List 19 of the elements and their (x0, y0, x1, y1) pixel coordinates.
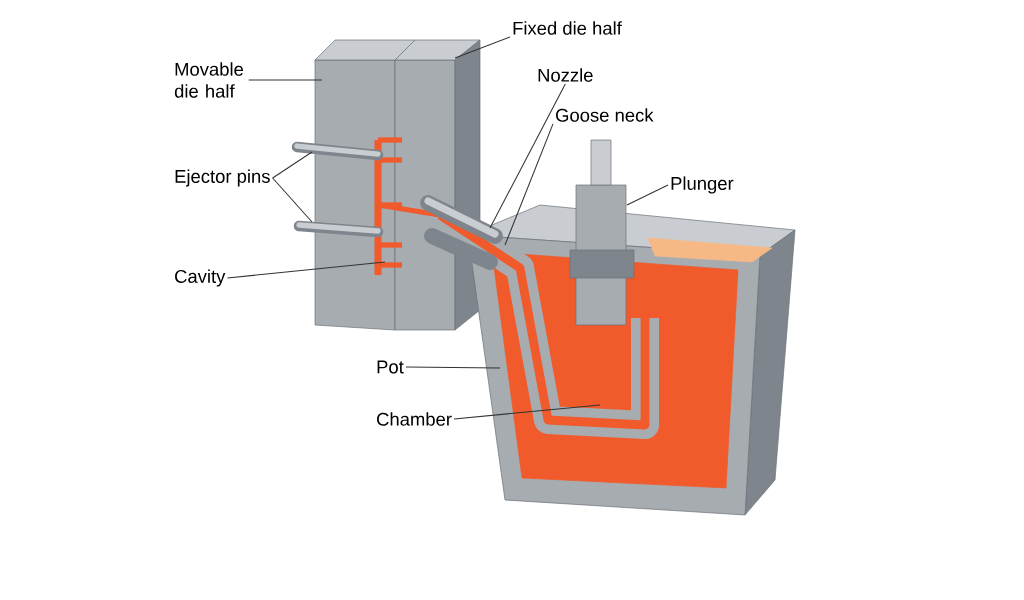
part-label: Movable die half (174, 62, 243, 98)
part-label: Ejector pins (175, 169, 270, 187)
leader-line (453, 404, 601, 420)
leader-line (454, 36, 511, 59)
leader-line (405, 366, 501, 369)
part-label: Cavity (175, 269, 226, 287)
leader-line (489, 83, 566, 229)
part-label: Nozzle (538, 68, 593, 82)
part-label: Goose neck (556, 108, 654, 122)
leader-line (504, 123, 554, 246)
leader-line (226, 261, 386, 279)
leader-line (272, 151, 313, 179)
part-label: Chamber (377, 412, 452, 426)
leader-line (626, 184, 669, 206)
part-label: Fixed die half (513, 21, 622, 35)
part-label: Plunger (671, 176, 734, 194)
leader-line (248, 79, 323, 81)
part-label: Pot (377, 360, 404, 374)
leader-line (272, 177, 313, 223)
